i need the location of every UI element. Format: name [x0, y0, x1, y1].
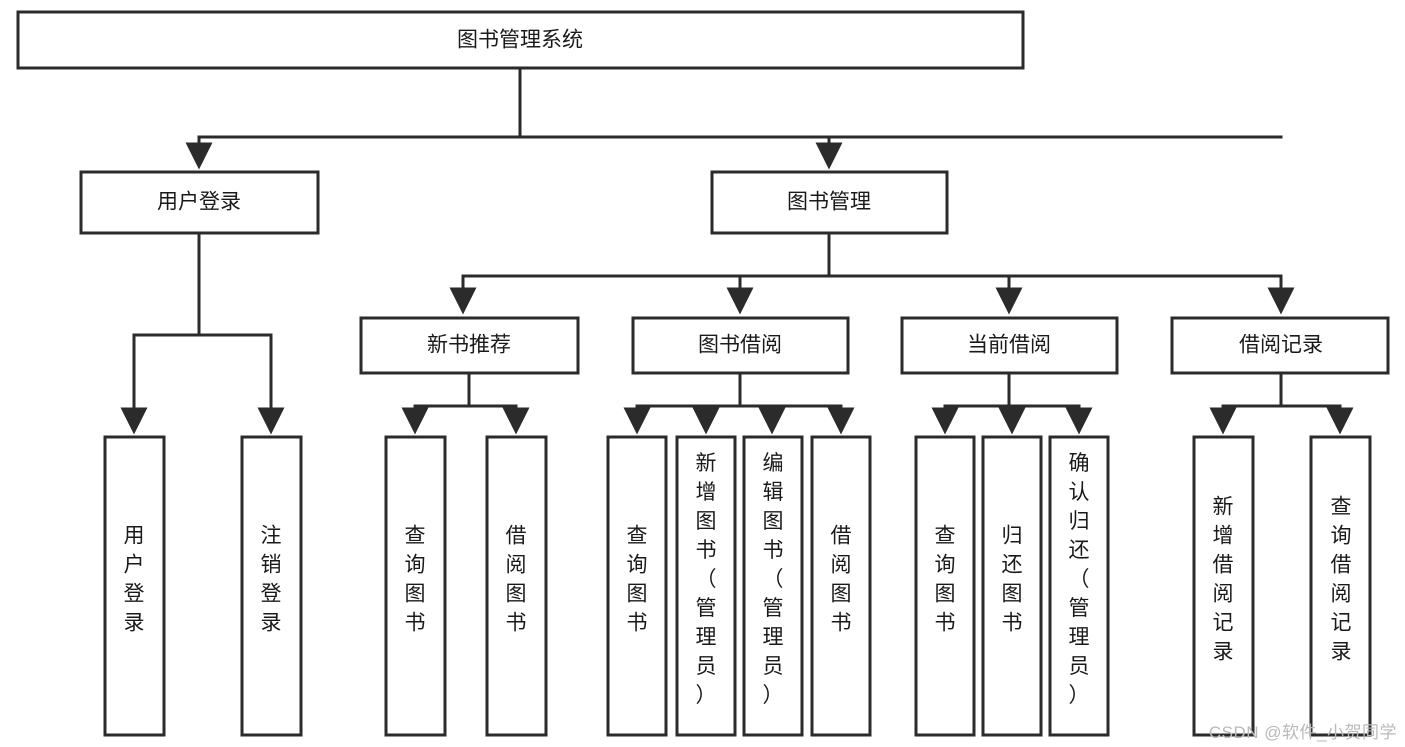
connector-userlogin-to-leaves — [120, 231, 285, 435]
leaf-label-currentborrow-query: 查询图书 — [935, 525, 956, 635]
leaf-label-currentborrow-confirm: 确认归还（管理员） — [1069, 452, 1090, 707]
leaf-label-newbook-query: 查询图书 — [405, 525, 426, 635]
csdn-watermark: CSDN @软件_小贺同学 — [1208, 723, 1397, 742]
node-borrow-record[interactable]: 借阅记录 — [1170, 316, 1390, 375]
node-book-borrow[interactable]: 图书借阅 — [631, 316, 850, 375]
node-book-management-label: 图书管理 — [787, 191, 871, 214]
leaf-borrowrecord-add[interactable] — [1192, 435, 1255, 737]
node-user-login[interactable]: 用户登录 — [79, 170, 320, 235]
leaf-newbook-borrow[interactable] — [485, 435, 548, 737]
leaf-label-currentborrow-return: 归还图书 — [1002, 525, 1023, 635]
connector-root-to-level2 — [185, 66, 1283, 170]
leaf-currentborrow-return[interactable] — [981, 435, 1043, 737]
node-current-borrow[interactable]: 当前借阅 — [900, 316, 1119, 375]
connector-newbook-to-leaves — [401, 371, 530, 435]
leaf-bookborrow-query[interactable] — [606, 435, 668, 737]
leaf-newbook-query[interactable] — [384, 435, 447, 737]
connector-borrowrecord-to-leaves — [1209, 371, 1354, 435]
leaf-label-user-login: 用户登录 — [124, 525, 145, 635]
node-book-management[interactable]: 图书管理 — [710, 170, 949, 235]
node-book-borrow-label: 图书借阅 — [698, 334, 782, 357]
leaf-label-bookborrow-edit: 编辑图书（管理员） — [763, 452, 784, 707]
node-root[interactable]: 图书管理系统 — [16, 10, 1025, 70]
leaf-currentborrow-confirm[interactable] — [1048, 435, 1110, 737]
leaf-bookborrow-edit[interactable] — [742, 435, 804, 737]
leaf-bookborrow-borrow[interactable] — [810, 435, 872, 737]
leaf-user-login-login[interactable] — [103, 435, 166, 737]
connector-currentborrow-to-leaves — [931, 371, 1093, 435]
leaf-label-borrowrecord-add: 新增借阅记录 — [1213, 496, 1234, 664]
leaf-label-borrowrecord-query: 查询借阅记录 — [1331, 496, 1352, 664]
node-new-book-recommend-label: 新书推荐 — [427, 334, 511, 357]
leaf-label-bookborrow-query: 查询图书 — [627, 525, 648, 635]
node-user-login-label: 用户登录 — [157, 191, 241, 214]
leaf-currentborrow-query[interactable] — [914, 435, 976, 737]
leaf-user-login-logout[interactable] — [240, 435, 303, 737]
leaf-labels: 用户登录 注销登录 查询图书 借阅图书 查询图书 新增图书（管理员） 编辑图书（… — [124, 452, 1352, 707]
connector-bookborrow-to-leaves — [623, 371, 855, 435]
node-root-label: 图书管理系统 — [457, 29, 583, 52]
leaf-label-bookborrow-borrow: 借阅图书 — [831, 525, 852, 635]
leaf-label-user-logout: 注销登录 — [261, 525, 282, 635]
connector-bookmgmt-to-level3 — [449, 231, 1295, 315]
leaf-bookborrow-add[interactable] — [675, 435, 737, 737]
node-borrow-record-label: 借阅记录 — [1239, 334, 1323, 357]
leaf-label-newbook-borrow: 借阅图书 — [506, 525, 527, 635]
leaf-borrowrecord-query[interactable] — [1309, 435, 1372, 737]
leaf-label-bookborrow-add: 新增图书（管理员） — [696, 452, 717, 707]
node-new-book-recommend[interactable]: 新书推荐 — [359, 316, 580, 375]
node-current-borrow-label: 当前借阅 — [967, 334, 1051, 357]
